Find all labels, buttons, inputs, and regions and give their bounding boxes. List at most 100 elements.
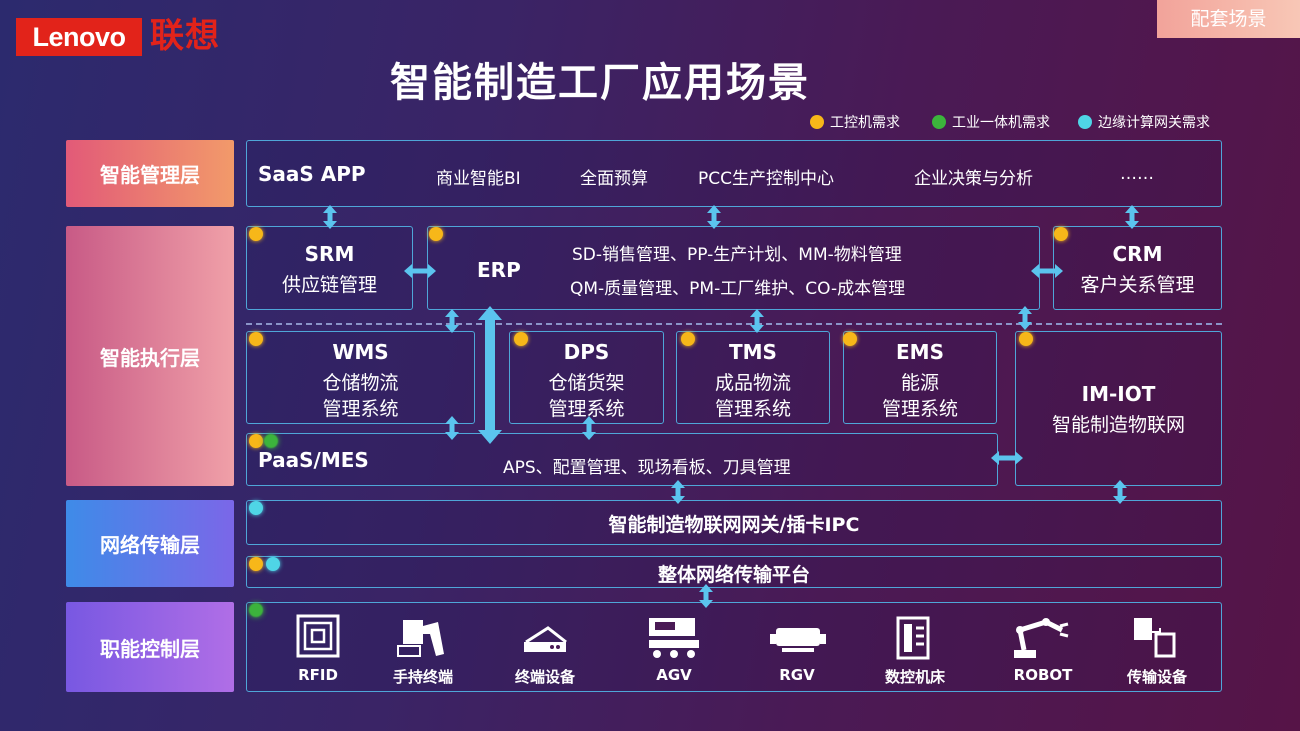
tms-code: TMS bbox=[729, 340, 777, 364]
arrow-long-vertical bbox=[478, 306, 502, 444]
arrow-vertical bbox=[707, 205, 721, 229]
arrow-vertical bbox=[750, 309, 764, 333]
tms-line1: 成品物流 bbox=[714, 372, 791, 394]
mgmt-item-pcc: PCC生产控制中心 bbox=[698, 169, 834, 189]
imiot-desc: 智能制造物联网 bbox=[1051, 414, 1185, 436]
arrow-vertical bbox=[445, 416, 459, 440]
mgmt-item-decision: 企业决策与分析 bbox=[914, 169, 1033, 189]
legend-panel-pc: 工业一体机需求 bbox=[932, 112, 1050, 132]
ipc-dot-icon bbox=[1054, 227, 1068, 241]
yellow-dot-icon bbox=[810, 115, 824, 129]
arrow-vertical bbox=[1125, 205, 1139, 229]
arrow-horizontal bbox=[991, 451, 1023, 465]
dps-line2: 管理系统 bbox=[548, 398, 625, 420]
lenovo-logo-cn: 联想 bbox=[150, 16, 220, 56]
dps-box bbox=[509, 331, 664, 424]
arrow-vertical bbox=[582, 416, 596, 440]
platform-box bbox=[246, 556, 1222, 588]
dps-line1: 仓储货架 bbox=[548, 372, 625, 394]
ems-line2: 管理系统 bbox=[881, 398, 958, 420]
arrow-horizontal bbox=[404, 264, 436, 278]
device-rgv: RGV bbox=[742, 612, 852, 688]
terminal-device-icon bbox=[524, 626, 567, 652]
device-label: 数控机床 bbox=[884, 668, 945, 686]
rgv-icon bbox=[770, 628, 826, 652]
device-robot: ROBOT bbox=[988, 612, 1098, 688]
saas-app-label: SaaS APP bbox=[258, 162, 366, 186]
device-label: RGV bbox=[779, 666, 815, 684]
ipc-dot-icon bbox=[249, 332, 263, 346]
platform-label: 整体网络传输平台 bbox=[657, 564, 810, 586]
mes-code: PaaS/MES bbox=[258, 448, 369, 472]
cyan-dot-icon bbox=[1078, 115, 1092, 129]
green-dot-icon bbox=[932, 115, 946, 129]
edge-gateway-dot-icon bbox=[249, 501, 263, 515]
erp-line1: SD-销售管理、PP-生产计划、MM-物料管理 bbox=[572, 245, 902, 265]
ipc-dot-icon bbox=[843, 332, 857, 346]
gateway-box bbox=[246, 500, 1222, 545]
cnc-machine-icon bbox=[896, 616, 930, 660]
arrow-vertical bbox=[671, 480, 685, 504]
wms-box bbox=[246, 331, 475, 424]
ipc-dot-icon bbox=[249, 434, 263, 448]
layer-network: 网络传输层 bbox=[66, 500, 234, 587]
device-rfid: RFID bbox=[263, 612, 373, 688]
arrow-vertical bbox=[1113, 480, 1127, 504]
ipc-dot-icon bbox=[249, 557, 263, 571]
erp-box bbox=[427, 226, 1040, 310]
rfid-icon bbox=[296, 614, 340, 658]
srm-box bbox=[246, 226, 413, 310]
erp-code: ERP bbox=[477, 258, 521, 282]
imiot-code: IM-IOT bbox=[1081, 382, 1156, 406]
crm-box bbox=[1053, 226, 1222, 310]
ipc-dot-icon bbox=[249, 227, 263, 241]
srm-desc: 供应链管理 bbox=[281, 274, 377, 296]
tms-line2: 管理系统 bbox=[714, 398, 791, 420]
srm-code: SRM bbox=[304, 242, 355, 266]
mes-box bbox=[246, 433, 998, 486]
tms-box bbox=[676, 331, 830, 424]
device-terminal: 终端设备 bbox=[490, 612, 600, 688]
erp-line2: QM-质量管理、PM-工厂维护、CO-成本管理 bbox=[570, 279, 906, 299]
handheld-terminal-icon bbox=[397, 620, 444, 657]
wms-line2: 管理系统 bbox=[322, 398, 399, 420]
wms-line1: 仓储物流 bbox=[322, 372, 399, 394]
legend-ipc: 工控机需求 bbox=[810, 112, 900, 132]
agv-icon bbox=[649, 618, 699, 658]
page-title: 智能制造工厂应用场景 bbox=[390, 60, 810, 106]
ipc-dot-icon bbox=[514, 332, 528, 346]
management-box bbox=[246, 140, 1222, 207]
device-handheld: 手持终端 bbox=[368, 612, 478, 688]
crm-desc: 客户关系管理 bbox=[1080, 274, 1195, 296]
arrow-vertical bbox=[445, 309, 459, 333]
device-transfer: 传输设备 bbox=[1102, 612, 1212, 688]
layer-control: 职能控制层 bbox=[66, 602, 234, 692]
mgmt-item-bi: 商业智能BI bbox=[436, 169, 521, 189]
transfer-device-icon bbox=[1134, 618, 1176, 658]
legend-label: 边缘计算网关需求 bbox=[1098, 115, 1210, 131]
ipc-dot-icon bbox=[681, 332, 695, 346]
ems-box bbox=[843, 331, 997, 424]
arrow-vertical bbox=[1018, 306, 1032, 330]
device-label: 传输设备 bbox=[1126, 668, 1187, 686]
robot-arm-icon bbox=[1014, 618, 1069, 658]
device-agv: AGV bbox=[619, 612, 729, 688]
layer-management: 智能管理层 bbox=[66, 140, 234, 207]
device-label: 终端设备 bbox=[514, 668, 575, 686]
device-label: ROBOT bbox=[1013, 666, 1073, 684]
legend-label: 工业一体机需求 bbox=[952, 115, 1050, 131]
ipc-dot-icon bbox=[1019, 332, 1033, 346]
ems-code: EMS bbox=[896, 340, 944, 364]
layer-divider bbox=[246, 323, 1222, 325]
layer-execution: 智能执行层 bbox=[66, 226, 234, 486]
legend-edge-gateway: 边缘计算网关需求 bbox=[1078, 112, 1210, 132]
panel-pc-dot-icon bbox=[264, 434, 278, 448]
edge-gateway-dot-icon bbox=[266, 557, 280, 571]
scenario-tag: 配套场景 bbox=[1157, 0, 1300, 38]
legend-label: 工控机需求 bbox=[830, 115, 900, 131]
arrow-vertical bbox=[699, 584, 713, 608]
lenovo-logo: Lenovo bbox=[16, 18, 142, 56]
mgmt-item-budget: 全面预算 bbox=[580, 169, 648, 189]
crm-code: CRM bbox=[1112, 242, 1163, 266]
